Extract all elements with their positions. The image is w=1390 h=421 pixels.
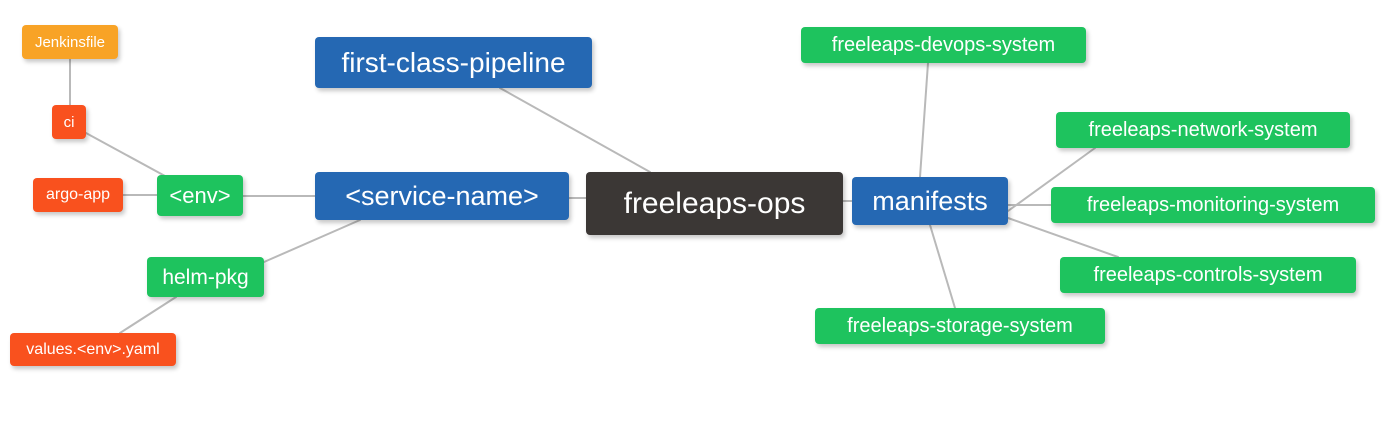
node-manifests[interactable]: manifests	[852, 177, 1008, 225]
node-freeleaps-devops-system[interactable]: freeleaps-devops-system	[801, 27, 1086, 63]
node-label-helm-pkg: helm-pkg	[162, 265, 249, 289]
edge-ci-env	[85, 132, 166, 177]
node-label-argo-app: argo-app	[45, 186, 111, 203]
node-label-freeleaps-devops-system: freeleaps-devops-system	[831, 34, 1056, 56]
node-label-jenkinsfile: Jenkinsfile	[34, 33, 106, 51]
edge-valuesyaml-helmpkg	[119, 296, 177, 334]
node-label-service-name: <service-name>	[345, 180, 539, 211]
node-freeleaps-controls-system[interactable]: freeleaps-controls-system	[1060, 257, 1356, 293]
node-first-class-pipeline[interactable]: first-class-pipeline	[315, 37, 592, 88]
edge-manifests-devops	[919, 62, 929, 178]
node-label-freeleaps-storage-system: freeleaps-storage-system	[847, 315, 1073, 337]
node-helm-pkg[interactable]: helm-pkg	[147, 257, 264, 297]
node-argo-app[interactable]: argo-app	[33, 178, 123, 212]
node-label-freeleaps-controls-system: freeleaps-controls-system	[1093, 264, 1323, 286]
node-label-freeleaps-ops: freeleaps-ops	[623, 186, 806, 220]
node-service-name[interactable]: <service-name>	[315, 172, 569, 220]
node-values-yaml[interactable]: values.<env>.yaml	[10, 333, 176, 366]
node-freeleaps-network-system[interactable]: freeleaps-network-system	[1056, 112, 1350, 148]
node-label-env: <env>	[169, 182, 231, 208]
node-label-first-class-pipeline: first-class-pipeline	[341, 46, 566, 78]
node-env[interactable]: <env>	[157, 175, 243, 216]
edge-helmpkg-servicename	[263, 219, 361, 263]
node-freeleaps-ops[interactable]: freeleaps-ops	[586, 172, 843, 235]
edge-pipeline-ops	[499, 87, 651, 173]
node-label-ci: ci	[63, 113, 75, 131]
node-ci[interactable]: ci	[52, 105, 86, 139]
edge-manifests-storage	[929, 224, 956, 309]
node-freeleaps-storage-system[interactable]: freeleaps-storage-system	[815, 308, 1105, 344]
edge-manifests-controls	[1007, 217, 1119, 258]
node-label-manifests: manifests	[872, 185, 988, 216]
node-label-values-yaml: values.<env>.yaml	[26, 340, 160, 358]
node-jenkinsfile[interactable]: Jenkinsfile	[22, 25, 118, 59]
node-freeleaps-monitoring-system[interactable]: freeleaps-monitoring-system	[1051, 187, 1375, 223]
node-label-freeleaps-network-system: freeleaps-network-system	[1088, 119, 1318, 141]
node-label-freeleaps-monitoring-system: freeleaps-monitoring-system	[1086, 194, 1340, 216]
